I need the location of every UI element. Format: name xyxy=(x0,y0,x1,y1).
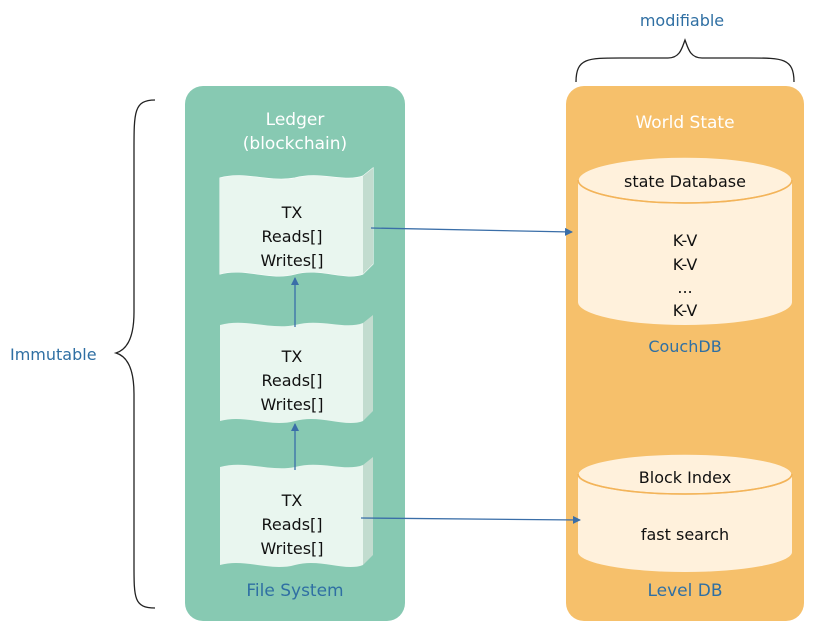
kv-row-1: K-V xyxy=(673,231,698,250)
block-3-tx: TX xyxy=(281,491,303,510)
modifiable-brace xyxy=(575,38,795,83)
block-2-reads: Reads[] xyxy=(261,371,322,390)
kv-row-4: K-V xyxy=(673,301,698,320)
block-2-writes: Writes[] xyxy=(260,395,323,414)
ledger-title-line1: Ledger xyxy=(266,110,325,130)
ledger-block-1: TX Reads[] Writes[] xyxy=(219,166,374,277)
arrow-block1-to-state-db xyxy=(370,227,573,236)
block-1-writes: Writes[] xyxy=(260,251,323,270)
ledger-block-2: TX Reads[] Writes[] xyxy=(220,315,373,424)
couchdb-label: CouchDB xyxy=(648,337,721,356)
kv-row-ellipsis: ... xyxy=(677,278,692,297)
block-1-reads: Reads[] xyxy=(261,227,322,246)
immutable-brace xyxy=(113,99,156,609)
file-system-label: File System xyxy=(246,581,343,601)
level-db-label: Level DB xyxy=(647,581,722,601)
state-database-header: state Database xyxy=(624,172,746,191)
ledger-block-3: TX Reads[] Writes[] xyxy=(220,457,373,568)
modifiable-label: modifiable xyxy=(640,11,724,30)
world-state-title: World State xyxy=(635,113,734,133)
ledger-title-line2: (blockchain) xyxy=(243,134,347,154)
immutable-label: Immutable xyxy=(10,345,97,364)
kv-row-2: K-V xyxy=(673,255,698,274)
state-database-cylinder: state Database K-V K-V ... K-V xyxy=(577,156,793,325)
block-1-tx: TX xyxy=(281,203,303,222)
block-3-reads: Reads[] xyxy=(261,515,322,534)
fast-search-label: fast search xyxy=(641,525,729,544)
block-index-header: Block Index xyxy=(639,468,731,487)
arrow-block3-to-block-index xyxy=(360,515,581,524)
block-index-cylinder: Block Index fast search xyxy=(577,453,793,572)
block-3-writes: Writes[] xyxy=(260,539,323,558)
block-2-tx: TX xyxy=(281,347,303,366)
